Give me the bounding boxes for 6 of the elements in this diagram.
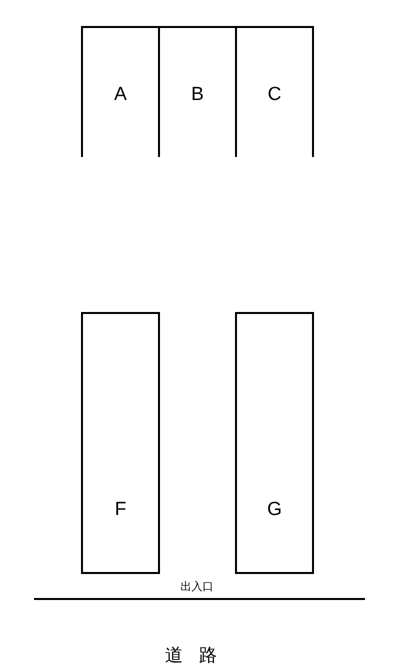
parking-space: A bbox=[81, 26, 160, 157]
parking-space: C bbox=[235, 26, 314, 157]
road-label: 道路 bbox=[165, 644, 234, 667]
parking-space: F bbox=[81, 312, 160, 574]
parking-space: G bbox=[235, 312, 314, 574]
entrance-label: 出入口 bbox=[180, 579, 214, 594]
